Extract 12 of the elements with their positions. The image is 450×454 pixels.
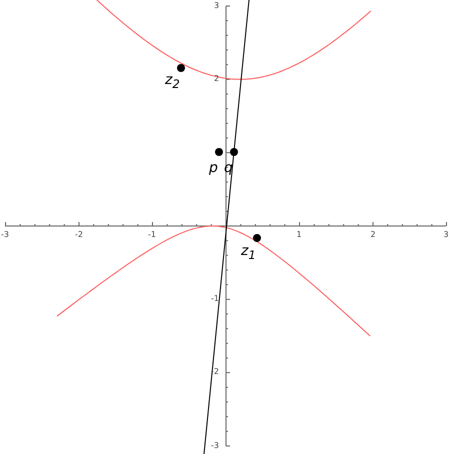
point-label: z$_{2}$ xyxy=(165,73,180,90)
point-label: p xyxy=(209,161,218,175)
tick-label: 1 xyxy=(296,231,302,239)
tick-label: -2 xyxy=(75,231,83,239)
tick-label: -3 xyxy=(1,231,9,239)
tick-label: -1 xyxy=(211,295,219,303)
tick-label: -3 xyxy=(211,442,219,450)
tick-label: 3 xyxy=(214,2,220,10)
tick-label: 3 xyxy=(444,231,449,239)
tick-label: -1 xyxy=(148,231,156,239)
point-label: z$_{1}$ xyxy=(241,244,256,262)
tick-label: 2 xyxy=(370,231,376,239)
